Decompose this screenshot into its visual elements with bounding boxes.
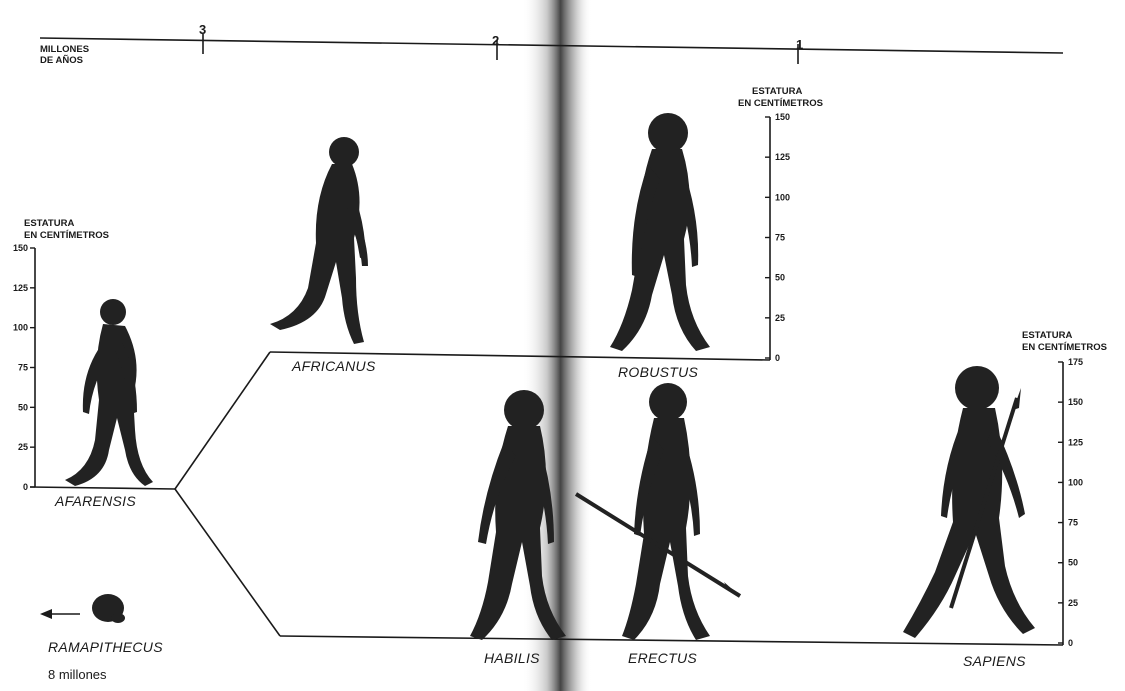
scale-left-tick-label: 125 [13, 283, 28, 293]
scale-right-tick-label: 150 [1068, 397, 1083, 407]
sapiens-figure [903, 366, 1035, 638]
scale-mid-tick-label: 25 [775, 313, 785, 323]
scale-left-tick-label: 100 [13, 323, 28, 333]
label-robustus: ROBUSTUS [618, 364, 699, 380]
label-erectus: ERECTUS [628, 650, 697, 666]
label-ramapithecus-age: 8 millones [48, 667, 107, 682]
timeline-tick-2: 2 [492, 33, 499, 48]
ramapithecus-head [92, 594, 125, 623]
timeline-label-line2: DE AÑOS [40, 55, 83, 66]
scale-right-tick-label: 75 [1068, 518, 1078, 528]
afarensis-figure [65, 299, 153, 486]
africanus-figure [270, 137, 368, 344]
scale-left-tick-label: 150 [13, 243, 28, 253]
label-ramapithecus: RAMAPITHECUS [48, 639, 163, 655]
scale-mid-title-line1: ESTATURA [752, 86, 802, 97]
scale-left-title-line2: EN CENTÍMETROS [24, 230, 109, 241]
scale-right-tick-label: 50 [1068, 558, 1078, 568]
ramapithecus-group: RAMAPITHECUS 8 millones [40, 594, 163, 682]
scale-right-tick-label: 125 [1068, 437, 1083, 447]
scale-left-tick-label: 0 [23, 482, 28, 492]
label-africanus: AFRICANUS [291, 358, 376, 374]
scale-left-title-line1: ESTATURA [24, 218, 74, 229]
scale-mid-tick-label: 0 [775, 353, 780, 363]
scale-mid-title-line2: EN CENTÍMETROS [738, 98, 823, 109]
scale-left-tick-label: 25 [18, 442, 28, 452]
robustus-figure [610, 113, 710, 351]
scale-mid-tick-label: 50 [775, 273, 785, 283]
scale-left-tick-label: 75 [18, 363, 28, 373]
label-afarensis: AFARENSIS [54, 493, 136, 509]
scale-right-title-line1: ESTATURA [1022, 330, 1072, 341]
scale-right-tick-label: 100 [1068, 477, 1083, 487]
erectus-figure [576, 383, 740, 640]
scale-mid-tick-label: 100 [775, 192, 790, 202]
scale-right-tick-label: 25 [1068, 598, 1078, 608]
label-sapiens: SAPIENS [963, 653, 1026, 669]
scale-mid-tick-label: 75 [775, 233, 785, 243]
scale-right-title-line2: EN CENTÍMETROS [1022, 342, 1107, 353]
label-habilis: HABILIS [484, 650, 540, 666]
arrow-left-icon [40, 609, 52, 619]
timeline-tick-1: 1 [796, 37, 803, 52]
scale-left-tick-label: 50 [18, 402, 28, 412]
scale-right-tick-label: 175 [1068, 357, 1083, 367]
scale-mid-tick-label: 150 [775, 112, 790, 122]
scale-mid-tick-label: 125 [775, 152, 790, 162]
timeline-tick-3: 3 [199, 22, 206, 37]
timeline-label-line1: MILLONES [40, 44, 89, 55]
scale-right-tick-label: 0 [1068, 638, 1073, 648]
height-scale-right: 175 150 125 100 75 50 25 0 ESTATURA EN CENTÍMET… [1022, 330, 1107, 648]
height-scale-middle: 150 125 100 75 50 25 0 ESTATURA EN CENTÍMETROS [738, 86, 823, 363]
